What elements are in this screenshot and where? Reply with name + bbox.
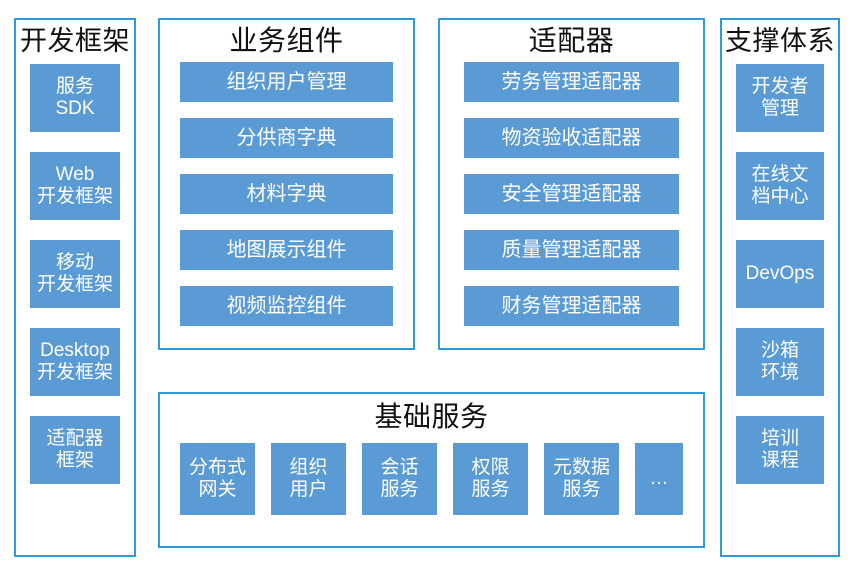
tile-row-base-services: 分布式网关组织用户会话服务权限服务元数据服务… <box>160 443 703 516</box>
tile[interactable]: … <box>635 443 683 516</box>
tile[interactable]: 组织用户 <box>271 443 346 516</box>
tile-label-line: 质量管理适配器 <box>501 238 642 261</box>
tile-label-line: 财务管理适配器 <box>501 294 642 317</box>
tile-label-line: 服务 <box>380 479 419 501</box>
tile[interactable]: 组织用户管理 <box>180 62 393 103</box>
tile-label-line: 培训 <box>760 428 799 450</box>
tile-label-line: … <box>649 468 669 490</box>
panel-title-adapters: 适配器 <box>528 25 615 56</box>
panel-title-support-system: 支撑体系 <box>725 26 835 56</box>
tile[interactable]: DevOps <box>736 240 824 309</box>
tile[interactable]: 沙箱环境 <box>736 328 824 397</box>
tile[interactable]: 元数据服务 <box>544 443 619 516</box>
tile-label-line: 沙箱 <box>760 340 799 362</box>
tile-label-line: 会话 <box>380 457 419 479</box>
panel-support-system: 支撑体系 开发者管理在线文档中心 DevOps 沙箱环境培训课程 <box>720 18 840 557</box>
panel-title-base-services: 基础服务 <box>374 401 489 432</box>
tile[interactable]: 会话服务 <box>362 443 437 516</box>
tile[interactable]: 在线文档中心 <box>736 152 824 221</box>
panel-adapters: 适配器 劳务管理适配器物资验收适配器安全管理适配器质量管理适配器财务管理适配器 <box>438 18 705 350</box>
tile[interactable]: 财务管理适配器 <box>464 286 679 327</box>
tile[interactable]: 开发者管理 <box>736 64 824 133</box>
tile[interactable]: 质量管理适配器 <box>464 230 679 271</box>
tile[interactable]: 培训课程 <box>736 416 824 485</box>
tile-label-line: 管理 <box>760 98 799 120</box>
tile-label-line: 服务 <box>562 479 601 501</box>
tile-label-line: 安全管理适配器 <box>501 182 642 205</box>
panel-title-business-components: 业务组件 <box>229 25 344 56</box>
tile-label-line: 网关 <box>198 479 237 501</box>
tile[interactable]: 地图展示组件 <box>180 230 393 271</box>
tile[interactable]: 分布式网关 <box>180 443 255 516</box>
tile[interactable]: 物资验收适配器 <box>464 118 679 159</box>
tile[interactable]: 移动开发框架 <box>30 240 120 309</box>
tile-label-line: 组织 <box>289 457 328 479</box>
tile-label-line: 框架 <box>55 450 94 472</box>
tile-label-line: 材料字典 <box>246 182 327 205</box>
tile-label-line: 分布式 <box>188 457 246 479</box>
tile-label-line: 权限 <box>471 457 510 479</box>
tile-label-line: 服务 <box>55 76 94 98</box>
tile-label-line: 开发框架 <box>36 362 113 384</box>
tile-label-line: 适配器 <box>46 428 104 450</box>
tile[interactable]: 适配器框架 <box>30 416 120 485</box>
tile-label-line: 档中心 <box>751 186 809 208</box>
tile-label-line: 开发框架 <box>36 274 113 296</box>
tile-label-line: 开发者 <box>751 76 809 98</box>
tile-label-line: 移动 <box>55 252 94 274</box>
tile-stack-support-system: 开发者管理在线文档中心 DevOps 沙箱环境培训课程 <box>722 64 838 485</box>
tile-label-line: 环境 <box>760 362 799 384</box>
tile-label-line: 分供商字典 <box>236 126 337 149</box>
tile-label-line: 服务 <box>471 479 510 501</box>
tile-label-line: 课程 <box>760 450 799 472</box>
tile-label-line: 劳务管理适配器 <box>501 70 642 93</box>
tile-label-line: 开发框架 <box>36 186 113 208</box>
panel-title-development-frameworks: 开发框架 <box>20 26 130 56</box>
tile[interactable]: 材料字典 <box>180 174 393 215</box>
tile-label-line: 视频监控组件 <box>226 294 347 317</box>
tile[interactable]: 安全管理适配器 <box>464 174 679 215</box>
tile-stack-adapters: 劳务管理适配器物资验收适配器安全管理适配器质量管理适配器财务管理适配器 <box>440 62 703 327</box>
tile-label-line: 地图展示组件 <box>226 238 347 261</box>
tile[interactable]: 劳务管理适配器 <box>464 62 679 103</box>
tile-label-line: 组织用户管理 <box>226 70 347 93</box>
tile[interactable]: 分供商字典 <box>180 118 393 159</box>
tile[interactable]: 权限服务 <box>453 443 528 516</box>
tile-label-line: Desktop <box>40 340 110 362</box>
tile-label-line: 在线文 <box>751 164 809 186</box>
tile-label-line: 物资验收适配器 <box>501 126 642 149</box>
panel-business-components: 业务组件 组织用户管理分供商字典材料字典地图展示组件视频监控组件 <box>158 18 415 350</box>
tile-label-line: 用户 <box>289 479 328 501</box>
tile-label-line: DevOps <box>745 263 815 285</box>
panel-base-services: 基础服务 分布式网关组织用户会话服务权限服务元数据服务… <box>158 392 705 548</box>
tile[interactable]: 视频监控组件 <box>180 286 393 327</box>
tile-label-line: 元数据 <box>552 457 610 479</box>
tile-label-line: SDK <box>55 98 95 120</box>
tile-stack-business-components: 组织用户管理分供商字典材料字典地图展示组件视频监控组件 <box>160 62 413 327</box>
tile-label-line: Web <box>55 164 95 186</box>
